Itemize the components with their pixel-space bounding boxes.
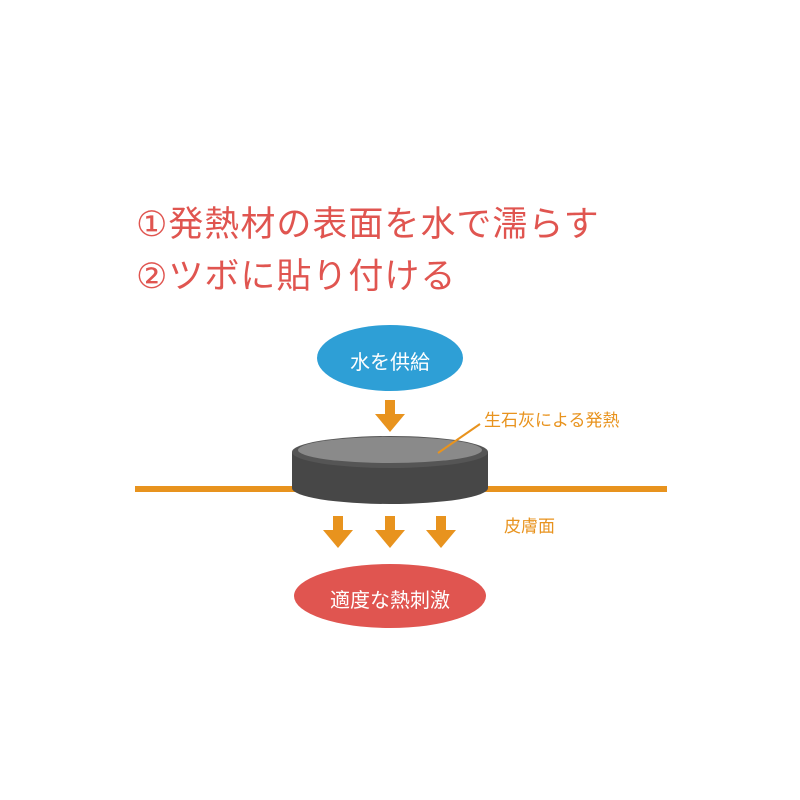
water-label: 水を供給	[350, 350, 430, 374]
result-ellipse	[294, 564, 486, 628]
heating-disk	[292, 436, 488, 504]
skin-label: 皮膚面	[504, 517, 555, 537]
heat-arrows	[323, 516, 456, 548]
water-arrow	[375, 400, 405, 432]
result-label: 適度な熱刺激	[330, 588, 450, 612]
step-1-title: ①発熱材の表面を水で濡らす	[136, 205, 600, 245]
heat-label: 生石灰による発熱	[484, 411, 620, 431]
leader-line	[437, 423, 481, 454]
water-ellipse	[317, 325, 463, 391]
step-2-title: ②ツボに貼り付ける	[136, 257, 457, 297]
